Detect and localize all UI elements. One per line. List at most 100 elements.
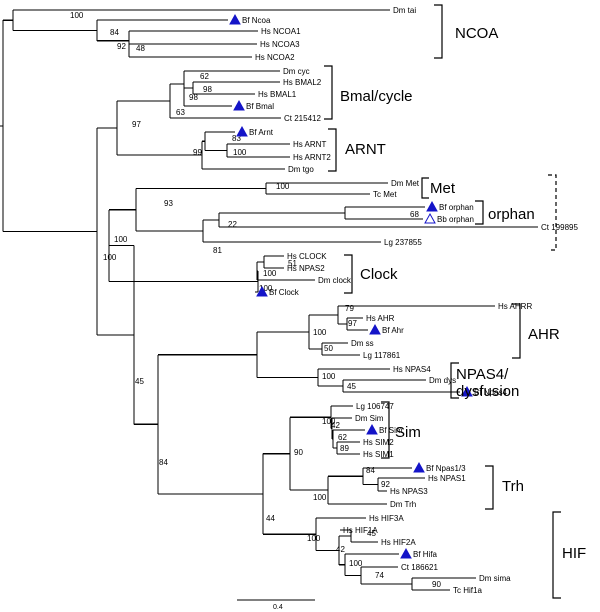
bootstrap-value: 100 [349,559,363,568]
group-bracket [381,401,390,459]
leaf-label: Hs SIM2 [363,438,394,447]
bootstrap-value: 42 [336,545,345,554]
group-label-arnt: ARNT [345,141,386,158]
bootstrap-value: 44 [266,514,275,523]
group-label-npas4: dysfusion [456,383,519,400]
leaf-label: Hs CLOCK [287,252,327,261]
leaf-label: Ct 199895 [541,223,578,232]
bootstrap-value: 92 [117,42,126,51]
bootstrap-value: 89 [340,444,349,453]
group-bracket [485,465,494,510]
group-label-bmal: Bmal/cycle [340,88,413,105]
open-triangle-icon [424,212,436,224]
leaf-label: Dm Sim [355,414,384,423]
leaf-label: Bf Sim [379,426,403,435]
leaf-label: Hs BMAL1 [258,90,297,99]
bootstrap-value: 100 [307,534,321,543]
group-label-clock: Clock [360,266,398,283]
bootstrap-value: 22 [228,220,237,229]
bootstrap-value: 74 [375,571,384,580]
leaf-label: Hs AHR [366,314,395,323]
leaf-label: Hs NCOA2 [255,53,295,62]
bootstrap-value: 62 [200,72,209,81]
leaf-label: Dm Trh [390,500,416,509]
leaf-label: Bf Hifa [413,550,438,559]
filled-triangle-icon [413,461,425,473]
bootstrap-value: 81 [213,246,222,255]
bootstrap-value: 50 [324,344,333,353]
bootstrap-value: 98 [203,85,212,94]
leaf-label: Dm clock [318,276,352,285]
bootstrap-value: 84 [159,458,168,467]
group-bracket [552,511,561,599]
leaf-label: Bf orphan [439,203,474,212]
leaf-label: Bf Ncoa [242,16,271,25]
leaf-label: Bf Arnt [249,128,274,137]
bootstrap-value: 100 [313,493,327,502]
filled-triangle-icon [236,125,248,137]
bootstrap-value: 83 [232,134,241,143]
bootstrap-value: 42 [331,421,340,430]
bootstrap-value: 100 [263,269,277,278]
group-labels: NCOABmal/cycleARNTMetorphanClockAHRNPAS4… [324,4,586,599]
bootstrap-value: 98 [189,93,198,102]
group-label-ahr: AHR [528,326,560,343]
leaf-label: Tc Hif1a [453,586,482,595]
scale-bar: 0.4 [237,599,315,611]
leaf-label: Bf Npas1/3 [426,464,466,473]
leaf-label: Hs AHRR [498,302,532,311]
leaf-label: Bf Npas4 [474,388,507,397]
leaf-label: Hs NPAS2 [287,264,325,273]
leaf-label: Bf Bmal [246,102,274,111]
group-bracket [324,65,333,120]
leaf-label: Dm ss [351,339,374,348]
met-bracket [421,177,429,199]
scale-label: 0.4 [273,604,283,611]
group-label-ncoa: NCOA [455,25,498,42]
leaf-label: Lg 106747 [356,402,394,411]
leaf-label: Dm tgo [288,165,314,174]
bootstrap-value: 100 [70,11,84,20]
leaf-label: Hs NCOA3 [260,40,300,49]
group-label-met: Met [430,180,456,197]
bootstrap-value: 93 [164,199,173,208]
group-bracket [328,128,337,172]
bootstrap-value: 63 [176,108,185,117]
bootstrap-value: 100 [103,253,117,262]
leaf-label: Bf Clock [269,288,300,297]
leaf-label: Hs ARNT2 [293,153,331,162]
bootstrap-value: 92 [381,480,390,489]
bootstrap-value: 84 [110,28,119,37]
filled-triangle-icon [461,385,473,397]
filled-triangle-icon [233,99,245,111]
bootstrap-value: 97 [348,319,357,328]
filled-triangle-icon [366,423,378,435]
bootstrap-value: 100 [114,235,128,244]
leaf-label: Hs SIM1 [363,450,394,459]
leaf-label: Hs HIF1A [343,526,378,535]
filled-triangle-icon [426,200,438,212]
group-label-hif: HIF [562,545,586,562]
leaf-label: Bb orphan [437,215,474,224]
bootstrap-value: 48 [136,44,145,53]
leaf-label: Ct 186621 [401,563,438,572]
group-label-trh: Trh [502,478,524,495]
leaf-label: Hs HIF3A [369,514,404,523]
leaf-label: Dm sima [479,574,511,583]
leaf-label: Bf Ahr [382,326,404,335]
met-orphan-dashed-bracket [548,174,557,251]
bootstrap-value: 45 [367,529,376,538]
bootstrap-value: 90 [432,580,441,589]
bootstrap-value: 45 [135,377,144,386]
bootstrap-value: 100 [313,328,327,337]
bootstrap-value: 100 [233,148,247,157]
branches [0,9,538,591]
leaf-label: Hs NPAS1 [428,474,466,483]
leaf-label: Dm cyc [283,67,310,76]
bootstrap-value: 100 [322,417,336,426]
leaf-label: Dm dys [429,376,456,385]
ahr-bracket [512,303,521,359]
bootstrap-value: 84 [366,466,375,475]
leaf-label: Hs NPAS3 [390,487,428,496]
